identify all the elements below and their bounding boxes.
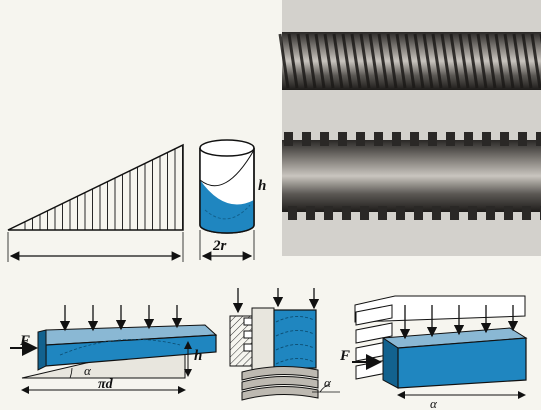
wedge-length-label: πd <box>98 377 114 392</box>
wedge-force-label: F <box>19 333 30 349</box>
thread-block-diagram <box>352 295 528 399</box>
cylinder <box>199 139 255 261</box>
hatched-triangle <box>7 143 184 231</box>
wedge-height-label: h <box>194 348 202 364</box>
cylinder-height-label: h <box>258 178 266 194</box>
wedge-diagram <box>10 305 218 394</box>
cylinder-circumference-label: 2r <box>212 238 227 254</box>
thread-angle-label: α <box>430 396 438 410</box>
thread-force-label: F <box>339 348 350 364</box>
wedge-angle-label: α <box>84 363 92 378</box>
triangle-base-arrow <box>7 232 184 262</box>
screw-angle-label: α <box>324 375 332 390</box>
threaded-rods-photo <box>278 0 541 256</box>
screw-nut-diagram <box>229 288 340 401</box>
